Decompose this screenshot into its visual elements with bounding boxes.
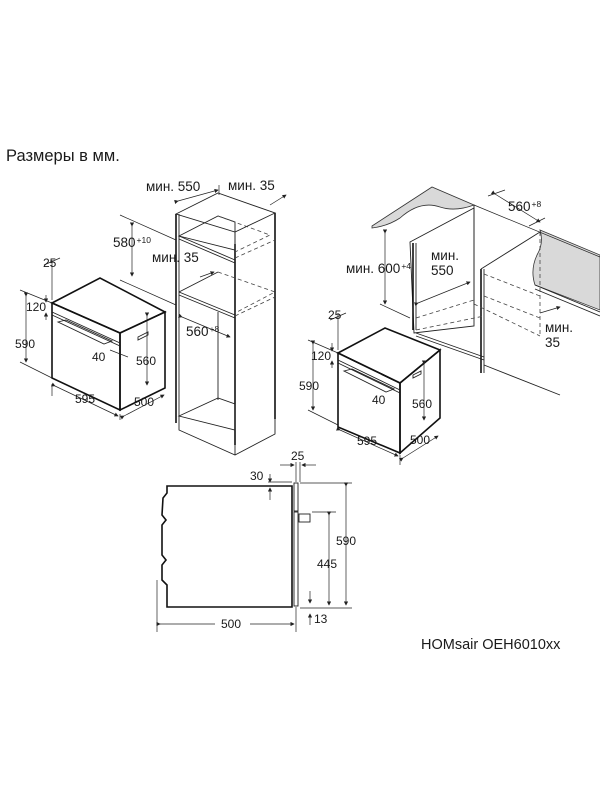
dim-min-height-600: мин. 600+4	[346, 261, 412, 276]
dim-top-offset-30: 30	[250, 469, 264, 483]
oven-side-view	[156, 462, 352, 632]
dim-niche-width-560: 560+8	[186, 324, 220, 339]
dim-front-panel-25: 25	[328, 308, 342, 322]
dim-body-height-560: 560	[412, 397, 433, 411]
dim-height-590: 590	[299, 379, 320, 393]
dim-depth-500: 500	[410, 433, 431, 447]
dim-height-590: 590	[15, 337, 36, 351]
tall-cabinet-illustration	[119, 185, 287, 456]
dim-control-panel-120: 120	[311, 349, 332, 363]
dim-width-595: 595	[75, 392, 96, 406]
undercounter-width-tolerance: +8	[531, 199, 542, 209]
dim-width-595: 595	[357, 434, 378, 448]
dim-min-depth-550: 550	[431, 263, 454, 278]
dim-front-thickness-25: 25	[291, 449, 305, 463]
undercounter-niche-illustration	[371, 186, 600, 396]
dim-body-height-560: 560	[136, 354, 157, 368]
oven-right-illustration	[307, 312, 442, 465]
page-title: Размеры в мм.	[6, 147, 120, 165]
dim-niche-height-580: 580+10	[113, 235, 151, 250]
dim-min-depth-label: мин.	[431, 248, 460, 263]
dim-front-panel-25: 25	[43, 256, 57, 270]
oven-left-illustration	[19, 257, 167, 420]
niche-height-tolerance: +10	[136, 235, 151, 245]
dim-side-depth-500: 500	[221, 617, 242, 631]
dim-min-back-label: мин.	[545, 320, 574, 335]
niche-width-value: 560	[186, 324, 209, 339]
dim-handle-40: 40	[92, 350, 106, 364]
undercounter-width-value: 560	[508, 199, 531, 214]
min-height-value: мин. 600	[346, 261, 401, 276]
dim-min-shelf-gap-35: мин. 35	[152, 250, 199, 265]
dim-handle-height-445: 445	[317, 557, 338, 571]
dim-min-depth-550: мин. 550	[146, 179, 201, 194]
dim-control-panel-120: 120	[26, 300, 47, 314]
dim-min-back-gap-35: мин. 35	[228, 178, 275, 193]
dim-depth-500: 500	[134, 395, 155, 409]
dim-bottom-offset-13: 13	[314, 612, 328, 626]
model-name: HOMsair OEH6010xx	[421, 637, 561, 653]
niche-height-value: 580	[113, 235, 136, 250]
dim-min-back-35: 35	[545, 335, 561, 350]
dim-handle-40: 40	[372, 393, 386, 407]
min-height-tolerance: +4	[401, 261, 412, 271]
niche-width-tolerance: +8	[209, 324, 220, 334]
dim-side-height-590: 590	[336, 534, 357, 548]
dim-undercounter-width-560: 560+8	[508, 199, 542, 214]
